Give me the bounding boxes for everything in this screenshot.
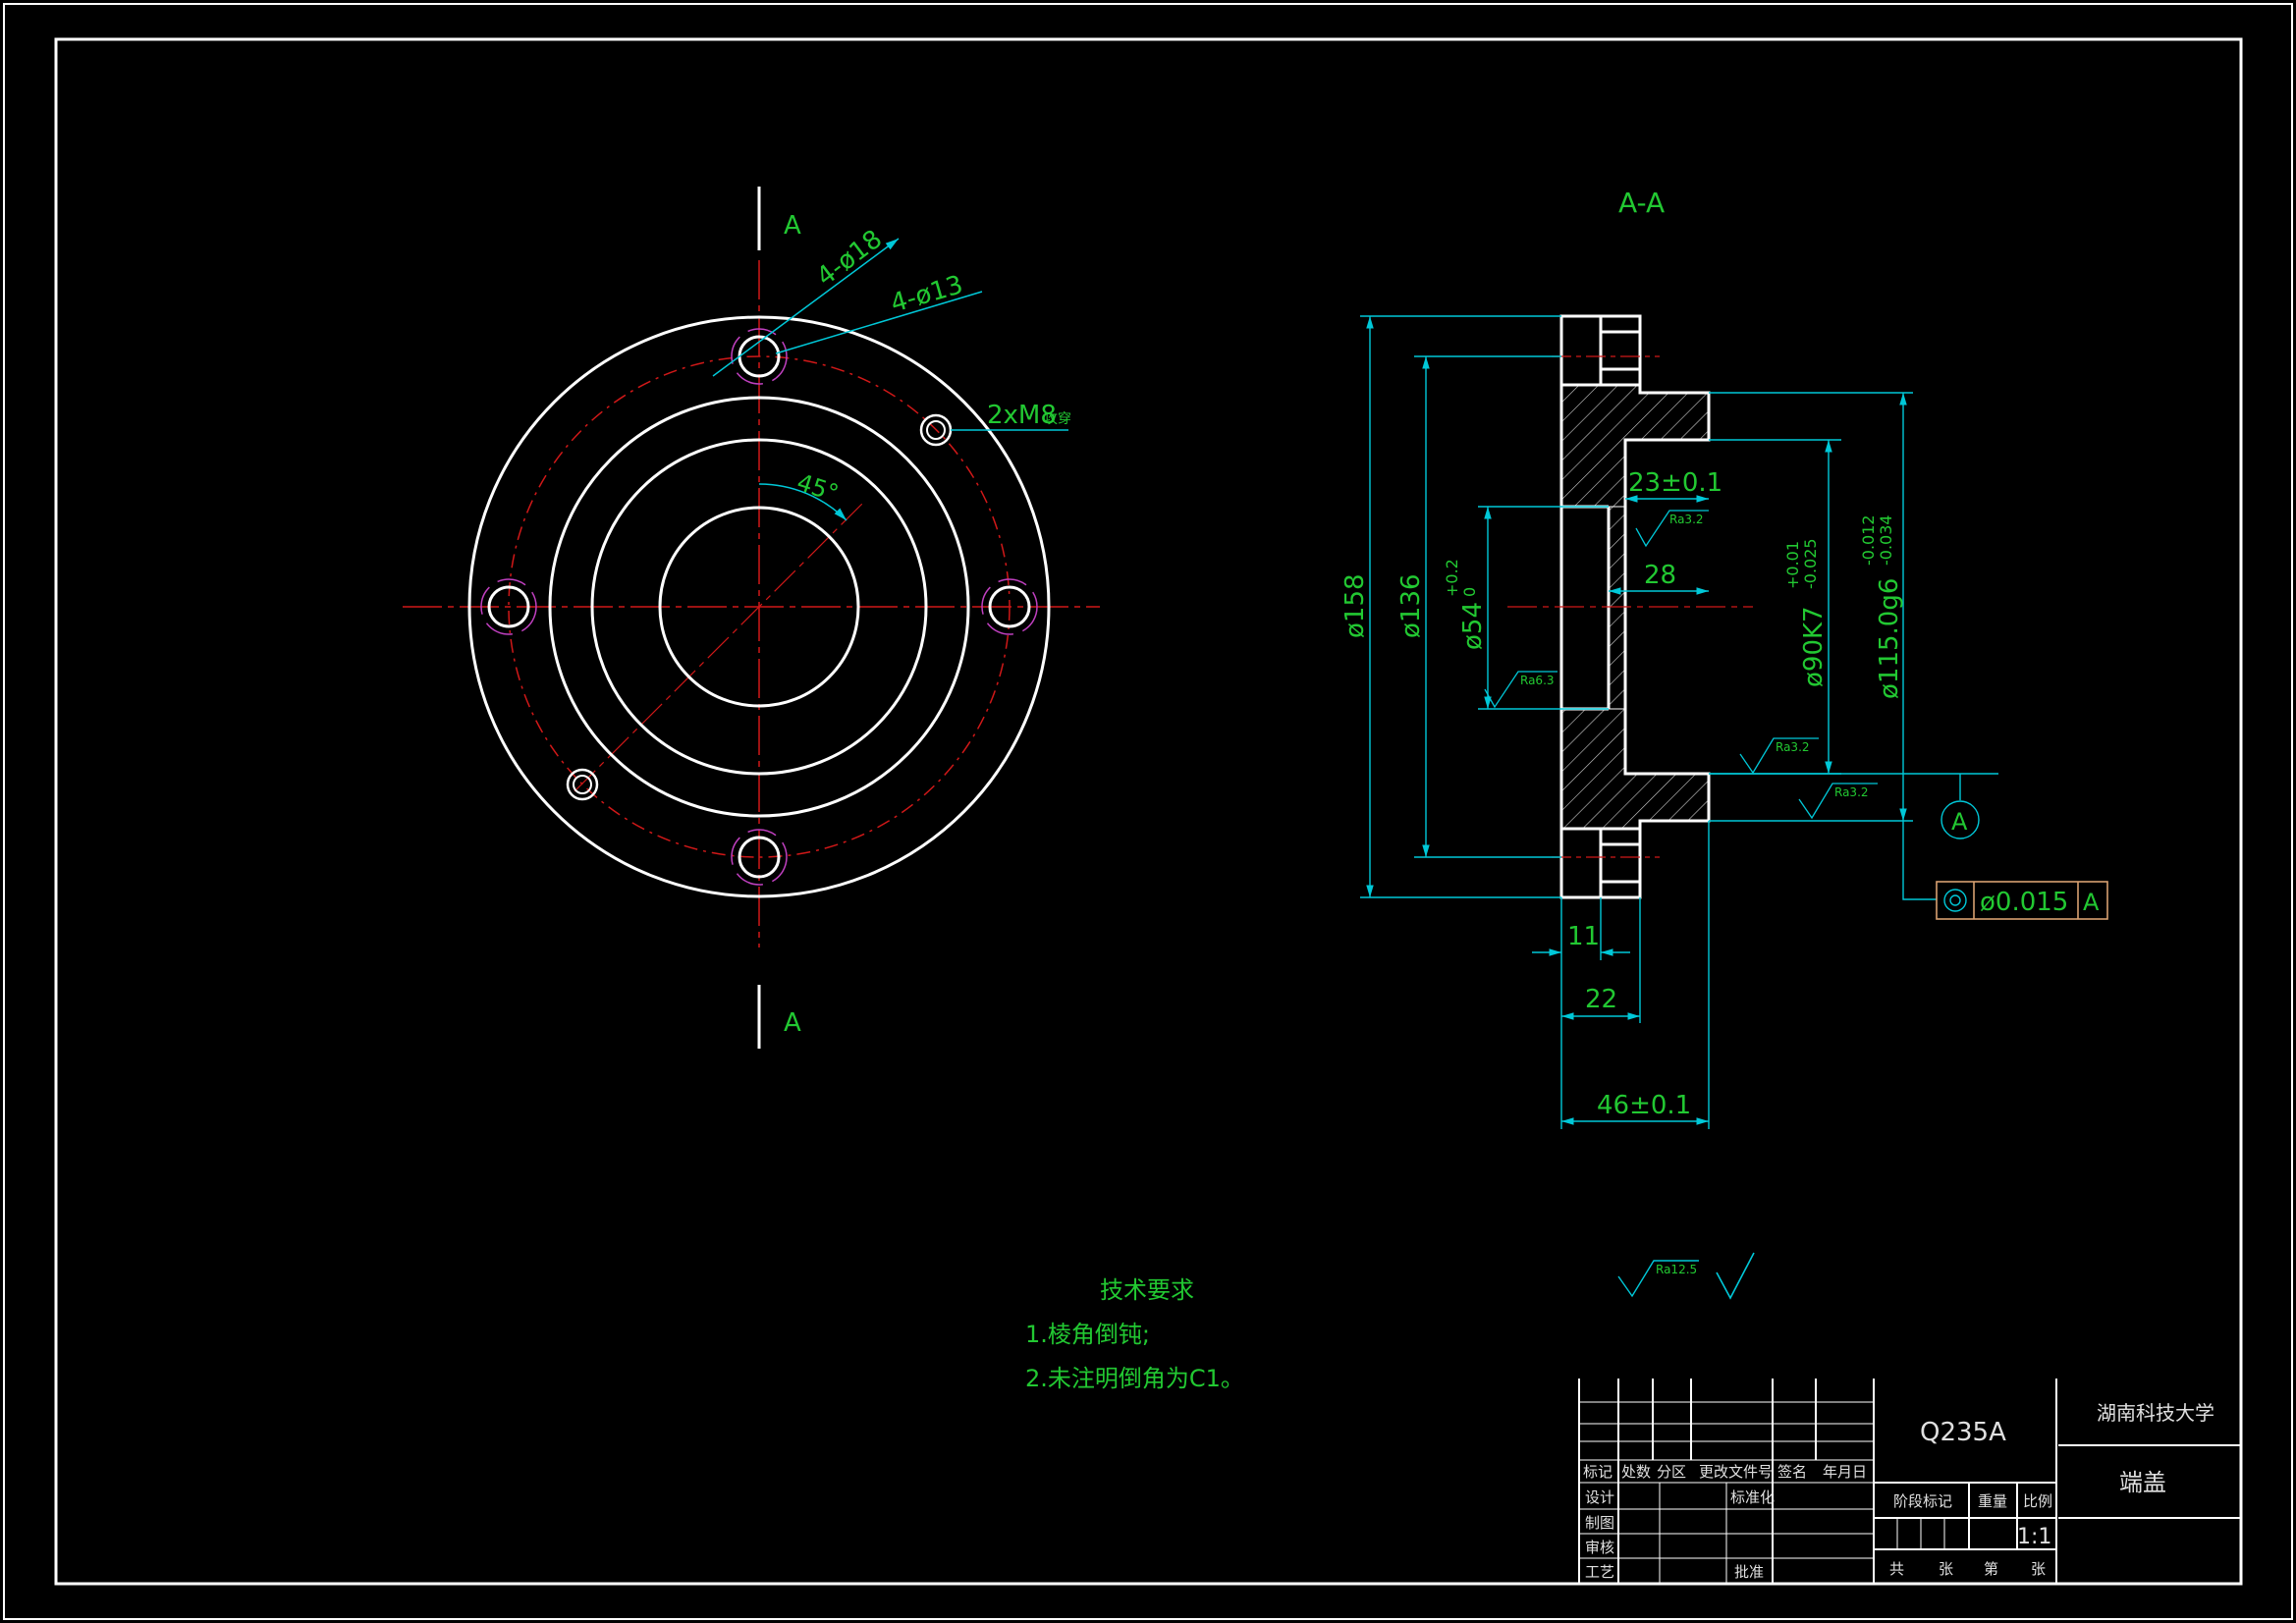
hdr-mark: 标记	[1583, 1463, 1613, 1481]
dim-l22: 22	[1585, 985, 1617, 1014]
svg-text:Ra3.2: Ra3.2	[1834, 785, 1869, 799]
tapped-hole-lower-left	[566, 768, 599, 801]
technical-notes: 技术要求 1.棱角倒钝; 2.未注明倒角为C1。	[1025, 1276, 1244, 1392]
section-hatch	[1561, 385, 1709, 829]
inner-frame	[54, 37, 2243, 1586]
leader-holes-inner	[775, 291, 983, 354]
svg-text:Ra3.2: Ra3.2	[1669, 513, 1704, 526]
dim-d158: ø158	[1340, 573, 1370, 638]
bolt-circle	[508, 355, 1011, 858]
sheet-no: 第	[1984, 1560, 1998, 1578]
outer-border	[3, 3, 2293, 1620]
dim-lines-lengths	[1532, 495, 1710, 1129]
dim-d90-tol-up: +0.01	[1783, 541, 1802, 589]
school-name: 湖南科技大学	[2097, 1401, 2214, 1425]
dim-d115-tol-up: -0.012	[1859, 514, 1878, 566]
roughness-symbol-1: Ra3.2	[1635, 510, 1709, 548]
svg-text:A: A	[2083, 889, 2100, 916]
roughness-symbol-2: Ra6.3	[1484, 671, 1558, 709]
general-roughness: Ra12.5	[1617, 1252, 1755, 1300]
dim-tapped-note: 攻穿	[1044, 411, 1071, 427]
weight-label: 重量	[1978, 1492, 2007, 1510]
hdr-zone: 分区	[1657, 1463, 1686, 1481]
dim-d54-group: ø54 +0.2 0	[1443, 559, 1488, 650]
section-letter-top: A	[784, 211, 801, 241]
sheets-total: 共	[1889, 1560, 1904, 1578]
section-view: A-A	[1340, 187, 2108, 1129]
role-review: 审核	[1585, 1539, 1614, 1556]
hdr-change-doc: 更改文件号	[1699, 1463, 1773, 1481]
dim-l46: 46±0.1	[1597, 1091, 1691, 1120]
step-circle	[548, 396, 970, 818]
centerline-diag	[574, 501, 865, 792]
hdr-count: 处数	[1621, 1463, 1651, 1481]
dim-l11: 11	[1567, 922, 1600, 951]
svg-text:Ra3.2: Ra3.2	[1776, 740, 1810, 754]
section-title: A-A	[1618, 187, 1665, 219]
dim-l23: 23±0.1	[1628, 468, 1722, 498]
sheets-unit: 张	[1939, 1560, 1953, 1578]
dim-d54-tol-up: +0.2	[1443, 559, 1461, 597]
dim-d136: ø136	[1396, 573, 1426, 638]
bolt-hole-bottom	[731, 829, 788, 886]
dim-d115: ø115.0g6	[1875, 578, 1904, 699]
leader-holes-outer	[712, 238, 900, 377]
dim-tapped: 2xM8	[987, 401, 1057, 430]
dim-d115-tol-dn: -0.034	[1877, 514, 1895, 566]
role-draw: 制图	[1585, 1514, 1614, 1532]
dim-d54-tol-dn: 0	[1460, 587, 1479, 597]
stage-mark: 阶段标记	[1893, 1492, 1952, 1510]
svg-text:Ra12.5: Ra12.5	[1656, 1263, 1697, 1276]
dim-holes-outer: 4-ø18	[811, 225, 888, 293]
dim-angle: 45°	[793, 468, 842, 508]
svg-text:Ra6.3: Ra6.3	[1520, 674, 1555, 687]
dim-d54: ø54	[1458, 602, 1488, 650]
hdr-sign: 签名	[1777, 1463, 1807, 1481]
scale-value: 1:1	[2017, 1525, 2051, 1549]
dim-d90-tol-dn: -0.025	[1801, 538, 1820, 589]
notes-line1: 1.棱角倒钝;	[1025, 1321, 1150, 1348]
spigot-circle	[590, 438, 928, 776]
datum-symbol: A	[1709, 773, 1998, 839]
bolt-hole-right	[981, 578, 1038, 635]
section-outline	[1559, 314, 1711, 899]
sheet-unit2: 张	[2031, 1560, 2046, 1578]
front-view: A A 4-ø18 4-ø13 2xM8 攻穿 45°	[403, 187, 1100, 1049]
outer-flange-circle	[467, 315, 1051, 898]
dim-d90: ø90K7	[1799, 606, 1829, 687]
material: Q235A	[1920, 1418, 2006, 1447]
roughness-symbol-3: Ra3.2	[1739, 737, 1819, 775]
angle-arc	[758, 483, 847, 521]
dim-l28: 28	[1644, 561, 1676, 590]
tolerance-frame: ø0.015 A	[1902, 821, 2108, 920]
svg-text:ø0.015: ø0.015	[1980, 888, 2068, 917]
approve: 批准	[1734, 1563, 1764, 1581]
bore-circle	[658, 506, 860, 708]
bolt-hole-left	[480, 578, 537, 635]
roughness-symbol-4: Ra3.2	[1798, 783, 1878, 820]
notes-line2: 2.未注明倒角为C1。	[1025, 1365, 1244, 1392]
dim-holes-inner: 4-ø13	[888, 270, 966, 318]
notes-title: 技术要求	[1100, 1276, 1194, 1304]
part-name: 端盖	[2119, 1469, 2166, 1496]
svg-text:A: A	[1951, 808, 1968, 836]
hdr-date: 年月日	[1823, 1463, 1867, 1481]
role-design: 设计	[1585, 1488, 1614, 1506]
role-process: 工艺	[1585, 1563, 1614, 1581]
standardize: 标准化	[1730, 1488, 1775, 1506]
scale-label: 比例	[2023, 1492, 2052, 1510]
title-block: Q235A 湖南科技大学 端盖 标记 处数 分区 更改文件号 签名 年月日 设计…	[1578, 1379, 2241, 1584]
dim-d90-group: ø90K7 +0.01 -0.025	[1783, 538, 1829, 687]
dim-d115-group: ø115.0g6 -0.012 -0.034	[1859, 514, 1904, 699]
section-letter-bottom: A	[784, 1008, 801, 1038]
